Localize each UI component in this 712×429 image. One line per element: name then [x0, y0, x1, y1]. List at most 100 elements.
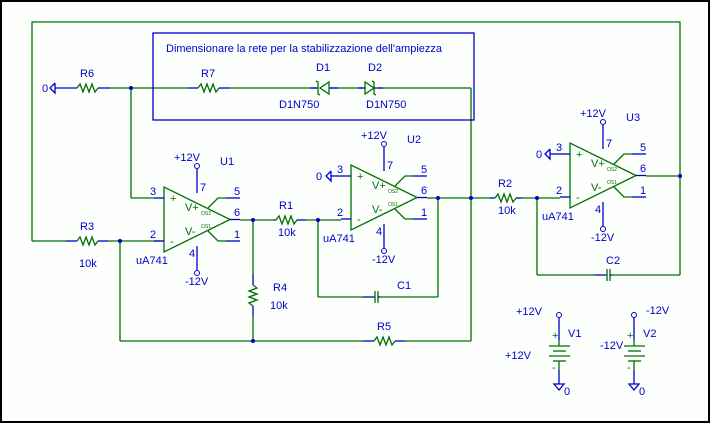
u1-vplus-label: V+ — [185, 202, 199, 214]
ground-label: 0 — [42, 83, 48, 95]
v2-minus: - — [627, 362, 631, 374]
d1-label: D1 — [316, 62, 330, 74]
opamp-body — [569, 141, 638, 210]
u2-os2-label: OS2 — [388, 189, 398, 195]
v1-net: +12V — [516, 306, 543, 318]
u2-vneg-label: -12V — [372, 254, 396, 266]
u3-pin-1: 1 — [640, 185, 646, 197]
u1-plus-sign: + — [170, 193, 176, 205]
u3-vplus-label: V+ — [591, 158, 605, 170]
r5-label: R5 — [377, 321, 391, 333]
resistor-r3[interactable]: R3 10k — [66, 221, 108, 270]
u2-os1-label: OS1 — [388, 202, 398, 208]
r2-value: 10k — [498, 205, 516, 217]
u1-vneg-label: -12V — [185, 276, 209, 288]
v2-value: -12V — [600, 340, 624, 352]
d1-model: D1N750 — [279, 99, 319, 111]
v2-plus: + — [627, 330, 633, 342]
u2-vminus-label: V- — [372, 204, 383, 216]
u1-pin-1: 1 — [234, 229, 240, 241]
ground-u2: 0 — [316, 170, 341, 183]
u1-minus-sign: - — [170, 236, 174, 248]
resistor-r4[interactable]: R4 10k — [247, 274, 288, 316]
u3-plus-sign: + — [576, 149, 582, 161]
resistor-r7[interactable]: R7 — [188, 68, 230, 94]
u3-vpos-label: +12V — [580, 108, 607, 120]
u1-vminus-label: V- — [185, 226, 196, 238]
u3-vneg-label: -12V — [591, 232, 615, 244]
u1-pin-5: 5 — [234, 186, 240, 198]
d2-model: D1N750 — [366, 99, 406, 111]
u1-pin-2: 2 — [150, 229, 156, 241]
resistor-r6[interactable]: R6 — [76, 68, 110, 94]
v1-plus: + — [552, 330, 558, 342]
u1-os2-label: OS2 — [201, 211, 211, 217]
v2-label: V2 — [643, 328, 656, 340]
u2-pin-2: 2 — [337, 207, 343, 219]
r3-label: R3 — [80, 221, 94, 233]
u2-pin-6: 6 — [421, 185, 427, 197]
diode-d2[interactable]: D2 D1N750 — [358, 62, 406, 111]
v1-gnd: 0 — [564, 386, 570, 398]
resistor-r2[interactable]: R2 10k — [490, 178, 522, 217]
opamp-body — [163, 185, 232, 254]
c1-label: C1 — [397, 280, 411, 292]
u1-ref-label: U1 — [220, 156, 234, 168]
wire-top-feedback — [31, 21, 681, 241]
u3-pin-3: 3 — [556, 142, 562, 154]
u3-pin-4: 4 — [595, 204, 601, 216]
capacitor-c1[interactable]: C1 — [363, 280, 411, 303]
opamp-body — [350, 163, 419, 232]
resistor-r1[interactable]: R1 10k — [274, 200, 306, 239]
u1-os1-label: OS1 — [201, 224, 211, 230]
v1-value: +12V — [505, 350, 532, 362]
diode-d1[interactable]: D1 D1N750 — [279, 62, 338, 111]
ground-label-u3: 0 — [536, 149, 542, 161]
wires — [31, 21, 681, 342]
u3-pin-2: 2 — [556, 185, 562, 197]
ground-r6: 0 — [42, 82, 77, 95]
resistor-r5[interactable]: R5 — [363, 321, 405, 347]
u3-os1-label: OS1 — [607, 180, 617, 186]
u2-model-label: uA741 — [323, 233, 355, 245]
u3-pin-6: 6 — [640, 163, 646, 175]
note-text: Dimensionare la rete per la stabilizzazi… — [166, 43, 443, 55]
u3-pin-7: 7 — [606, 138, 612, 150]
ground-u3: 0 — [536, 148, 560, 161]
u2-pin-7: 7 — [387, 160, 393, 172]
u3-model-label: uA741 — [542, 211, 574, 223]
r4-value: 10k — [270, 300, 288, 312]
u2-vpos-label: +12V — [361, 130, 388, 142]
u2-pin-3: 3 — [337, 164, 343, 176]
source-v1[interactable]: +12V + V1 +12V - 0 — [505, 306, 581, 398]
r1-label: R1 — [279, 200, 293, 212]
v1-minus: - — [552, 362, 556, 374]
r6-label: R6 — [80, 68, 94, 80]
u3-pin-5: 5 — [640, 142, 646, 154]
r3-value: 10k — [79, 258, 97, 270]
c2-label: C2 — [606, 255, 620, 267]
v2-net: -12V — [646, 305, 670, 317]
u3-minus-sign: - — [576, 192, 580, 204]
r2-label: R2 — [498, 178, 512, 190]
v2-gnd: 0 — [639, 386, 645, 398]
u2-ref-label: U2 — [407, 134, 421, 146]
u3-os2-label: OS2 — [607, 167, 617, 173]
d2-label: D2 — [368, 62, 382, 74]
v1-label: V1 — [568, 328, 581, 340]
u1-pin-3: 3 — [150, 186, 156, 198]
u2-pin-1: 1 — [421, 207, 427, 219]
u1-pin-7: 7 — [200, 182, 206, 194]
capacitor-c2[interactable]: C2 — [595, 255, 620, 281]
u1-model-label: uA741 — [136, 255, 168, 267]
source-v2[interactable]: -12V + V2 -12V - 0 — [600, 305, 670, 398]
u1-vpos-label: +12V — [174, 152, 201, 164]
u3-ref-label: U3 — [626, 112, 640, 124]
u1-pin-4: 4 — [189, 248, 195, 260]
junctions — [118, 86, 682, 343]
